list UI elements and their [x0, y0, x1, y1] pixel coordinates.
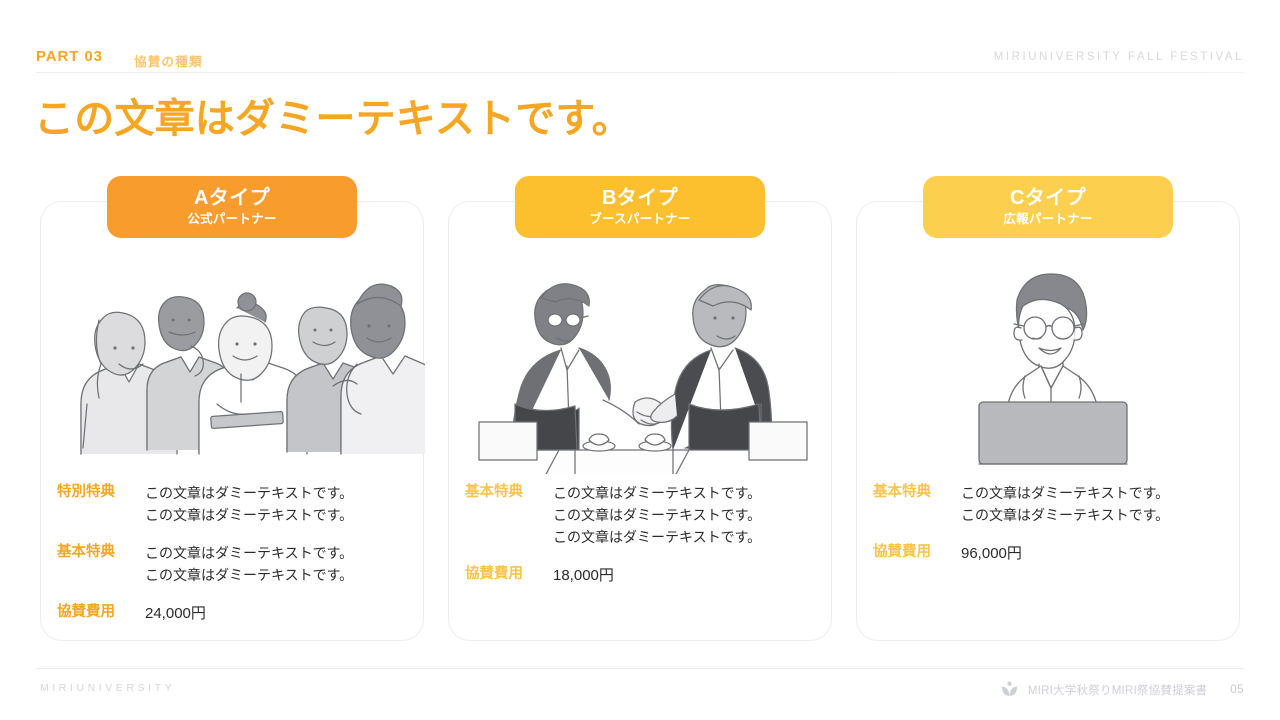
- spec-label: 基本特典: [57, 544, 115, 561]
- spec-label: 協賛費用: [873, 544, 931, 561]
- slide-header: PART 03 協賛の種類 MIRIUNIVERSITY FALL FESTIV…: [0, 0, 1280, 80]
- spec-label: 協賛費用: [465, 566, 523, 583]
- footer-meta: MIRI大学秋祭りMIRI祭協賛提案書 05: [1000, 681, 1244, 698]
- spec-line: この文章はダミーテキストです。: [145, 485, 354, 501]
- page-title: この文章はダミーテキストです。: [34, 97, 632, 141]
- part-label: PART 03: [36, 48, 103, 65]
- card-a-specs: 特別特典 この文章はダミーテキストです。 この文章はダミーテキストです。 基本特…: [41, 482, 425, 626]
- header-brand-text: MIRIUNIVERSITY FALL FESTIVAL: [993, 51, 1244, 63]
- price-value: 96,000円: [961, 545, 1022, 563]
- spec-row: 基本特典 この文章はダミーテキストです。 この文章はダミーテキストです。: [57, 542, 409, 586]
- price-value: 24,000円: [145, 605, 206, 623]
- card-a-badge-subtitle: 公式パートナー: [187, 211, 277, 226]
- sponsorship-card-a[interactable]: Aタイプ 公式パートナー: [40, 176, 425, 641]
- spec-value: この文章はダミーテキストです。 この文章はダミーテキストです。: [145, 482, 353, 526]
- footer-document-title: MIRI大学秋祭りMIRI祭協賛提案書: [1027, 684, 1208, 697]
- card-b-badge: Bタイプ ブースパートナー: [515, 176, 765, 238]
- card-a-badge: Aタイプ 公式パートナー: [107, 176, 357, 238]
- card-b-specs: 基本特典 この文章はダミーテキストです。 この文章はダミーテキストです。 この文…: [449, 482, 833, 588]
- page-number: 05: [1230, 683, 1244, 696]
- card-c-badge: Cタイプ 広報パートナー: [923, 176, 1173, 238]
- footer-brand: MIRIUNIVERSITY: [40, 682, 176, 694]
- spec-row: 基本特典 この文章はダミーテキストです。 この文章はダミーテキストです。 この文…: [465, 482, 817, 548]
- spec-row-price: 協賛費用 24,000円: [57, 602, 409, 626]
- spec-label: 協賛費用: [57, 604, 115, 621]
- spec-line: この文章はダミーテキストです。: [553, 529, 762, 546]
- spec-row: 特別特典 この文章はダミーテキストです。 この文章はダミーテキストです。: [57, 482, 409, 526]
- spec-row: 基本特典 この文章はダミーテキストです。 この文章はダミーテキストです。: [873, 482, 1225, 526]
- header-divider: [36, 72, 1244, 73]
- spec-line: この文章はダミーテキストです。: [145, 507, 354, 524]
- card-c-specs: 基本特典 この文章はダミーテキストです。 この文章はダミーテキストです。 協賛費…: [857, 482, 1241, 566]
- spec-label: 基本特典: [873, 484, 931, 500]
- spec-value: この文章はダミーテキストです。 この文章はダミーテキストです。 この文章はダミー…: [553, 482, 761, 548]
- spec-line: この文章はダミーテキストです。: [553, 485, 762, 501]
- spec-line: この文章はダミーテキストです。: [145, 545, 354, 562]
- spec-label: 基本特典: [465, 484, 523, 500]
- sponsorship-card-b[interactable]: Bタイプ ブースパートナー: [448, 176, 833, 641]
- spec-value: この文章はダミーテキストです。 この文章はダミーテキストです。: [145, 542, 353, 586]
- card-a-badge-title: Aタイプ: [193, 186, 271, 209]
- part-subtitle: 協賛の種類: [134, 55, 203, 69]
- spec-value: この文章はダミーテキストです。 この文章はダミーテキストです。: [961, 482, 1169, 526]
- card-b-badge-title: Bタイプ: [601, 186, 679, 209]
- spec-label: 特別特典: [57, 484, 115, 500]
- sponsorship-card-c[interactable]: Cタイプ 広報パートナー: [856, 176, 1241, 641]
- card-b-badge-subtitle: ブースパートナー: [589, 211, 691, 226]
- spec-line: この文章はダミーテキストです。: [553, 507, 762, 524]
- man-with-laptop-illustration: [857, 254, 1241, 474]
- footer-divider: [36, 668, 1244, 669]
- spec-line: この文章はダミーテキストです。: [145, 567, 354, 584]
- spec-row-price: 協賛費用 18,000円: [465, 564, 817, 588]
- handshake-businessmen-illustration: [449, 254, 833, 474]
- spec-line: この文章はダミーテキストです。: [961, 507, 1170, 524]
- price-value: 18,000円: [553, 567, 614, 585]
- card-c-badge-subtitle: 広報パートナー: [1003, 211, 1093, 226]
- card-c-badge-title: Cタイプ: [1009, 186, 1087, 209]
- sponsorship-card-list: Aタイプ 公式パートナー: [40, 176, 1241, 641]
- spec-row-price: 協賛費用 96,000円: [873, 542, 1225, 566]
- spec-line: この文章はダミーテキストです。: [961, 485, 1170, 501]
- group-meeting-tablet-illustration: [41, 254, 425, 474]
- sprout-person-logo-icon: [1000, 681, 1019, 698]
